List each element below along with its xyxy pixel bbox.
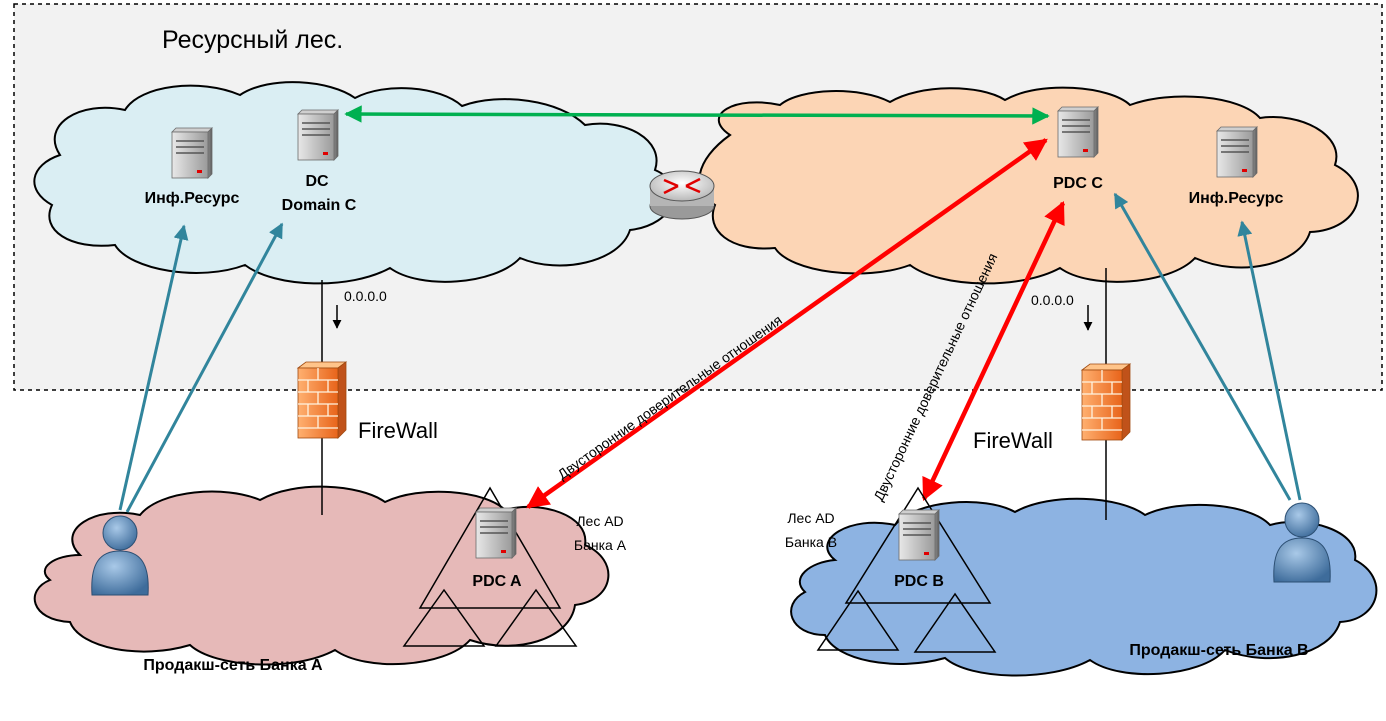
pdc-a-server-icon <box>475 507 517 559</box>
forest-a-label-line1: Лес AD <box>576 513 623 529</box>
route-b-label: 0.0.0.0 <box>1031 292 1074 308</box>
pdc-c-server-icon <box>1057 106 1099 158</box>
firewall-b-icon <box>1081 363 1131 441</box>
dc-link-arrow <box>344 105 1050 125</box>
forest-a-label-line2: Банка A <box>574 537 627 553</box>
route-a-label: 0.0.0.0 <box>344 288 387 304</box>
forest-b-label-line1: Лес AD <box>787 510 834 526</box>
user-a-to-dc-arrow <box>125 222 284 513</box>
firewall-b-label: FireWall <box>973 428 1053 453</box>
pdc-b-label: PDC B <box>894 573 944 590</box>
pdc-c-label: PDC C <box>1053 175 1103 192</box>
inf-resource-a-label: Инф.Ресурс <box>145 190 240 207</box>
user-b-to-pdc-arrow <box>1113 192 1292 501</box>
firewall-a-label: FireWall <box>358 418 438 443</box>
dc-domain-c-server-icon <box>297 109 339 161</box>
trust-arrow-b <box>921 200 1066 502</box>
user-a-to-inf-arrow <box>118 224 189 511</box>
inf-resource-b-label: Инф.Ресурс <box>1189 190 1284 207</box>
pdc-a-label: PDC A <box>472 573 522 590</box>
bank-a-network-label: Продакш-сеть Банка A <box>143 657 323 674</box>
forest-b-triangles <box>816 486 997 653</box>
firewall-a-icon <box>297 361 347 439</box>
pdc-b-server-icon <box>898 509 940 561</box>
dc-label-line1: DC <box>305 173 329 190</box>
router-icon <box>649 170 715 220</box>
resource-forest-title: Ресурсный лес. <box>162 26 343 54</box>
user-b-to-inf-arrow <box>1237 220 1302 501</box>
inf-resource-a-server-icon <box>171 127 213 179</box>
bank-b-network-label: Продакш-сеть Банка B <box>1129 642 1308 659</box>
inf-resource-b-server-icon <box>1216 126 1258 178</box>
forest-b-label-line2: Банка B <box>785 534 837 550</box>
forest-a-triangles <box>402 486 578 647</box>
dc-label-line2: Domain C <box>282 197 357 214</box>
